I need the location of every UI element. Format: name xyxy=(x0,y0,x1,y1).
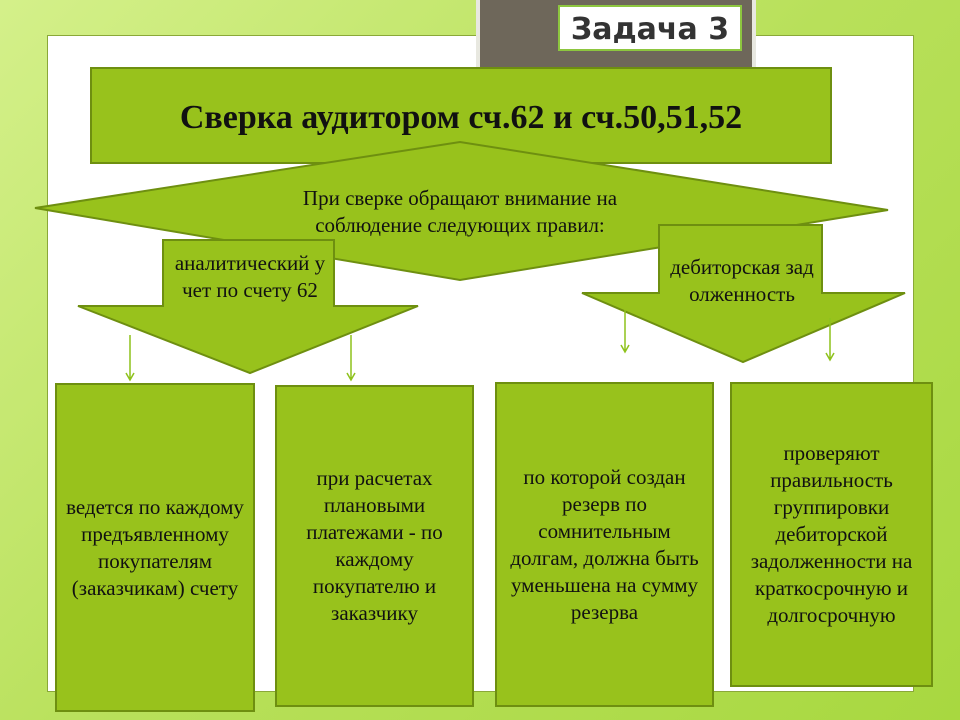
right-arrow-shape xyxy=(581,224,906,364)
box-1: ведется по каждому предъявленному покупа… xyxy=(55,383,255,712)
diamond-text: При сверке обращают внимание на соблюден… xyxy=(302,186,618,237)
connector-1 xyxy=(125,335,135,382)
left-arrow-text: аналитический учет по счету 62 xyxy=(174,251,326,302)
right-arrow-text: дебиторская задолженность xyxy=(670,255,814,306)
title-badge-frame: Задача 3 xyxy=(480,0,752,67)
header-title: Сверка аудитором сч.62 и сч.50,51,52 xyxy=(179,99,743,136)
title-badge: Задача 3 xyxy=(558,5,742,51)
box-2: при расчетах плановыми платежами - по ка… xyxy=(275,385,474,707)
connector-2 xyxy=(346,335,356,382)
box-4: проверяют правильность группировки дебит… xyxy=(730,382,933,687)
left-arrow-shape xyxy=(77,239,419,375)
connector-4 xyxy=(825,318,835,362)
connector-arrows xyxy=(125,310,835,382)
connector-3 xyxy=(620,310,630,354)
box-3: по которой создан резерв по сомнительным… xyxy=(495,382,714,707)
